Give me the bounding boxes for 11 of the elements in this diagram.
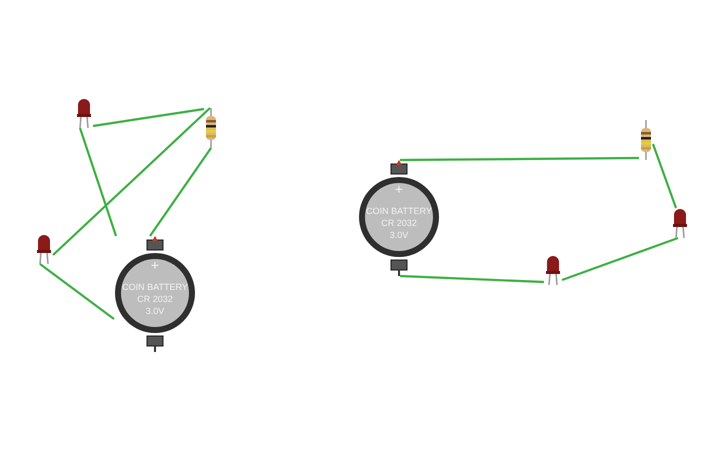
wire xyxy=(400,274,544,284)
wire xyxy=(78,128,118,236)
wire xyxy=(562,236,678,282)
wire xyxy=(52,107,211,256)
wire xyxy=(652,144,678,208)
wire xyxy=(92,108,204,128)
plus-sign: + xyxy=(150,260,160,270)
wire xyxy=(400,156,639,162)
wire xyxy=(39,263,115,320)
plus-sign: + xyxy=(394,184,404,194)
wire xyxy=(149,147,212,237)
